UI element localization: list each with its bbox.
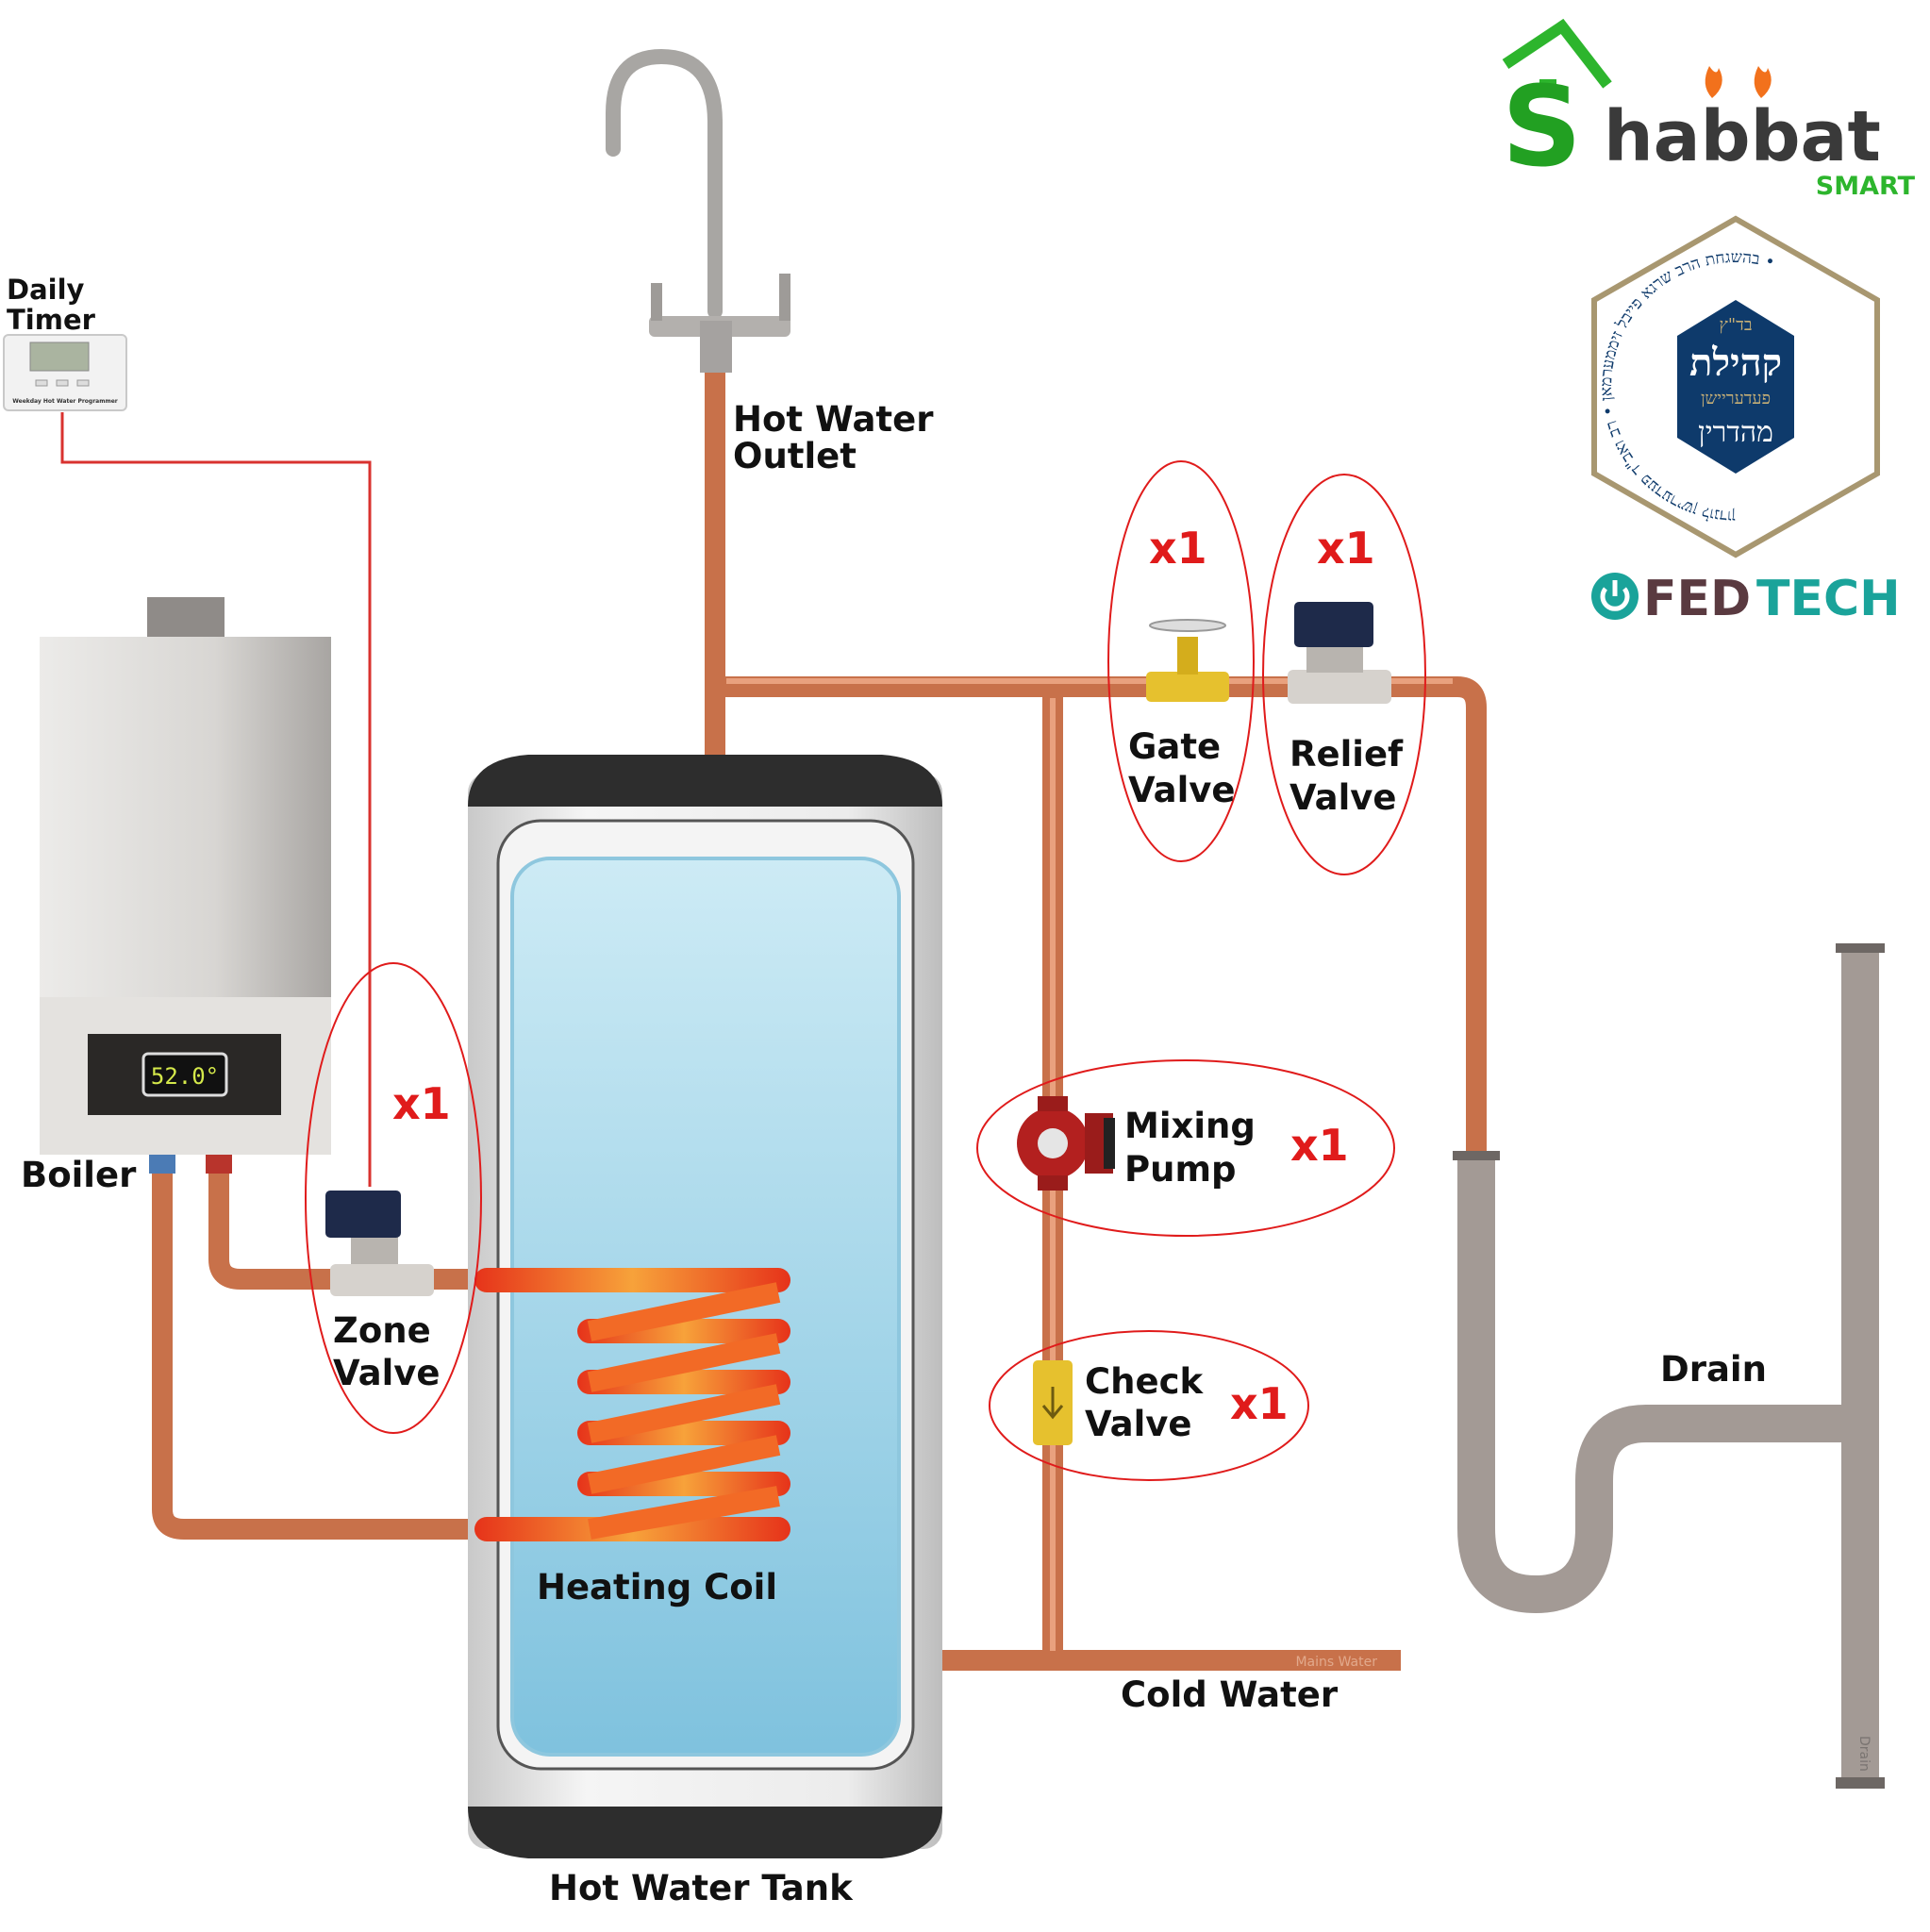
boiler-label: Boiler — [21, 1155, 137, 1195]
heating-coil-label: Heating Coil — [537, 1567, 777, 1607]
zone-valve-label-1: Zone — [333, 1310, 431, 1351]
check-valve-label-1: Check — [1085, 1361, 1205, 1402]
daily-timer-label-line1: Daily — [7, 274, 85, 306]
gate-valve-qty: x1 — [1149, 523, 1207, 574]
timer-caption: Weekday Hot Water Programmer — [12, 398, 118, 405]
relief-valve-qty: x1 — [1317, 523, 1375, 574]
gate-valve — [1146, 619, 1229, 702]
mixing-pump — [1017, 1096, 1115, 1191]
relief-valve-highlight — [1262, 474, 1426, 875]
relief-valve-label-2: Valve — [1289, 777, 1396, 818]
mixing-pump-label-1: Mixing — [1124, 1106, 1256, 1146]
flame-icon — [1754, 66, 1772, 98]
logo-smart: SMART — [1816, 172, 1916, 201]
gate-valve-highlight — [1107, 460, 1255, 862]
kashrut-seal: בד"ץ קהילת פעדעריישן מהדרין בהשגחת הרב ש… — [1591, 215, 1880, 558]
gate-valve-label-1: Gate — [1128, 726, 1221, 767]
mixing-pump-label-2: Pump — [1124, 1149, 1237, 1190]
seal-bottom: מהדרין — [1698, 416, 1773, 449]
cold-water-label: Cold Water — [1121, 1674, 1339, 1715]
timer-lcd — [29, 341, 90, 372]
gate-valve-label-2: Valve — [1128, 770, 1235, 810]
check-valve-label-2: Valve — [1085, 1404, 1191, 1444]
drain-label: Drain — [1660, 1349, 1767, 1390]
seal-sub: פעדעריישן — [1701, 389, 1771, 408]
logo-s: S — [1502, 61, 1582, 192]
mixing-pump-highlight — [976, 1059, 1395, 1237]
hot-water-outlet-label-1: Hot Water — [733, 399, 934, 440]
zone-valve-qty: x1 — [392, 1078, 451, 1129]
daily-timer: Daily Timer Weekday Hot Water Programmer — [3, 274, 127, 411]
check-valve-highlight — [989, 1330, 1309, 1481]
daily-timer-label-line2: Timer — [7, 304, 96, 336]
zone-valve-highlight — [305, 962, 482, 1434]
fedtech-fed: FED — [1643, 571, 1751, 627]
shabbat-smart-logo: S habbat SMART — [1502, 18, 1916, 201]
heating-coil — [474, 1268, 790, 1541]
control-wire — [60, 412, 372, 1187]
zone-valve-label-2: Valve — [333, 1353, 440, 1393]
fedtech-tech: TECH — [1756, 571, 1901, 627]
hot-water-tank-label: Hot Water Tank — [549, 1868, 854, 1908]
seal-top: בד"ץ — [1720, 315, 1753, 335]
mixing-pump-qty: x1 — [1290, 1120, 1349, 1171]
boiler: 52.0° — [40, 597, 331, 1174]
seal-main: קהילת — [1689, 341, 1782, 385]
boiler-display: 52.0° — [151, 1063, 219, 1090]
mains-water-pipe-text: Mains Water — [1295, 1655, 1377, 1670]
zone-valve — [325, 1191, 434, 1296]
logo-habbat: habbat — [1604, 96, 1881, 177]
flame-icon — [1705, 66, 1722, 98]
faucet-icon — [606, 48, 790, 373]
relief-valve — [1288, 602, 1391, 704]
check-valve — [1033, 1360, 1073, 1445]
fedtech-logo: FED TECH — [1591, 571, 1901, 627]
hot-water-outlet-label-2: Outlet — [733, 436, 857, 476]
drain-pipes — [1453, 943, 1885, 1789]
check-valve-qty: x1 — [1230, 1378, 1289, 1429]
drain-pipe-text: Drain — [1856, 1736, 1872, 1772]
relief-valve-label-1: Relief — [1289, 734, 1404, 774]
